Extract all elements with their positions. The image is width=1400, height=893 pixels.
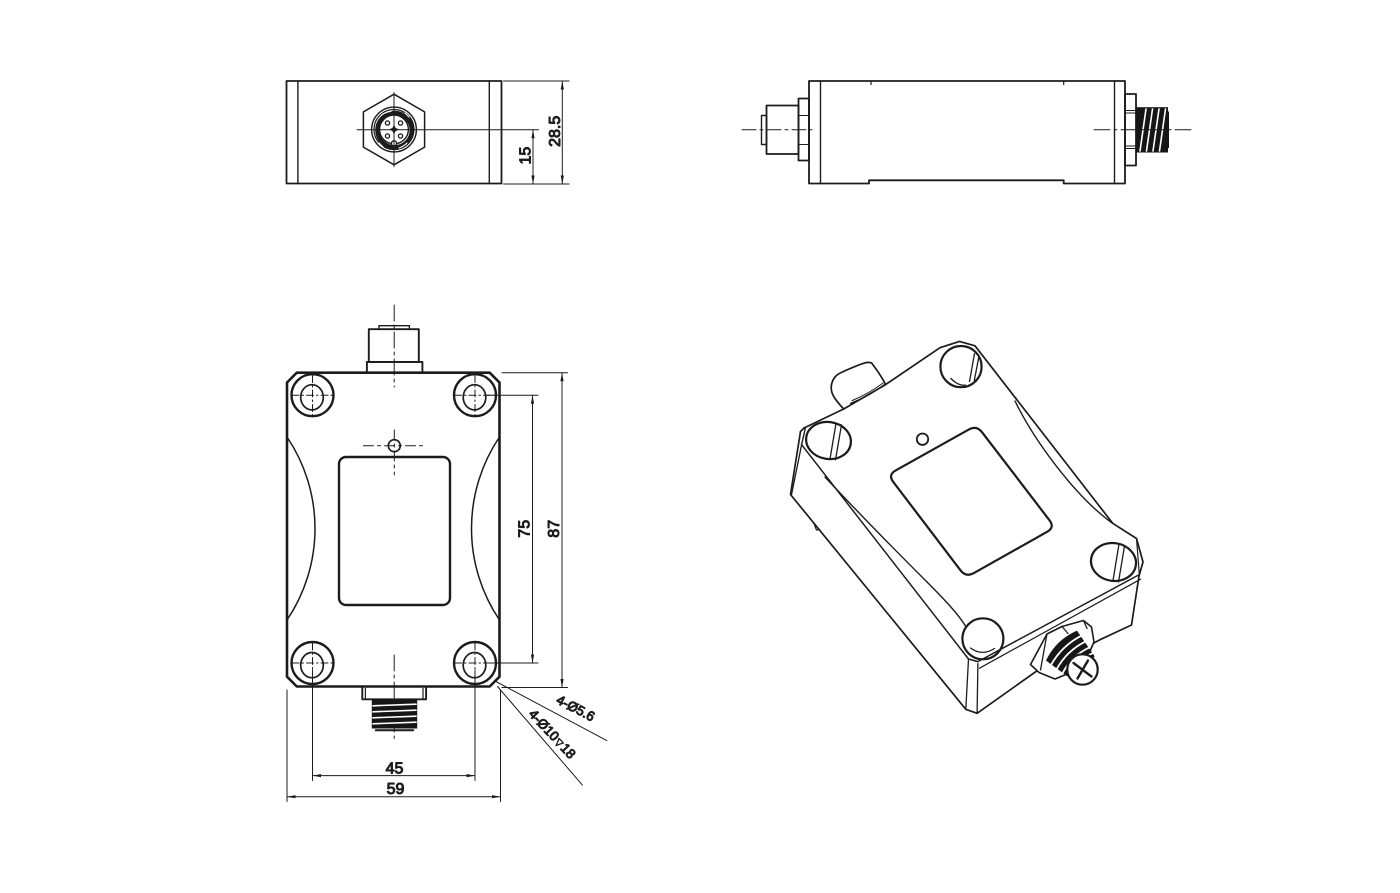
svg-text:28.5: 28.5: [547, 116, 564, 147]
svg-text:75: 75: [517, 520, 534, 538]
svg-text:45: 45: [386, 761, 404, 778]
svg-text:87: 87: [546, 520, 563, 538]
svg-text:15: 15: [518, 147, 535, 165]
svg-text:59: 59: [387, 781, 405, 798]
svg-text:4-Ø5.6: 4-Ø5.6: [554, 692, 597, 724]
